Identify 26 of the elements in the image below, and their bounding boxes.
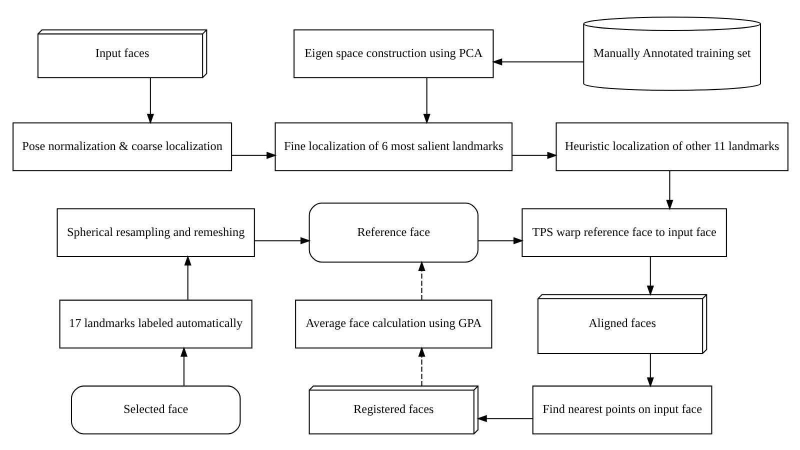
arrow xyxy=(646,353,654,388)
arrow xyxy=(478,236,524,244)
node-box: Selected face xyxy=(70,385,240,434)
node-box: 17 landmarks labeled automatically xyxy=(58,299,252,348)
node-box: Heuristic localization of other 11 landmarks xyxy=(555,122,788,171)
arrow xyxy=(146,77,154,124)
arrow xyxy=(180,346,188,386)
arrow xyxy=(231,151,276,158)
node-box: Reference face xyxy=(308,202,478,262)
node-box: Average face calculation using GPA xyxy=(294,299,492,348)
node-box: Find nearest points on input face xyxy=(532,385,712,434)
arrow xyxy=(422,77,430,124)
arrow xyxy=(646,256,654,296)
node-box: Spherical resampling and remeshing xyxy=(56,208,254,256)
arrow xyxy=(491,58,584,65)
arrow xyxy=(254,236,310,244)
node-box: Fine localization of 6 most salient landmarks xyxy=(274,122,512,171)
arrow xyxy=(666,170,673,210)
arrow xyxy=(418,260,425,300)
arrow xyxy=(476,414,532,422)
arrow xyxy=(512,151,557,158)
node-box: Pose normalization & coarse localization xyxy=(12,122,232,171)
node-box: Eigen space construction using PCA xyxy=(293,28,494,78)
arrow xyxy=(184,254,191,300)
arrow xyxy=(418,346,425,386)
node-box: TPS warp reference face to input face xyxy=(521,208,726,256)
